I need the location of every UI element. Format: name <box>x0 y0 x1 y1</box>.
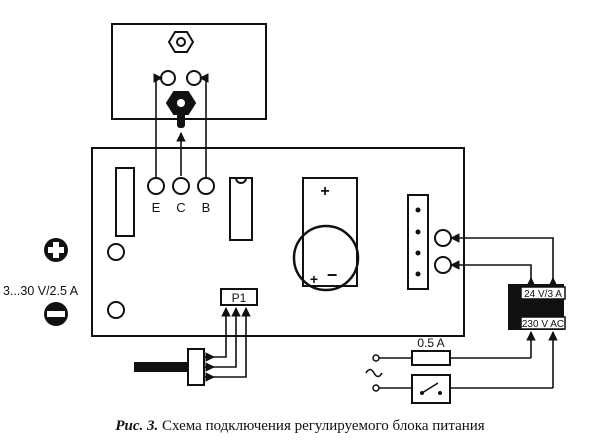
minus-terminal-icon <box>44 302 68 326</box>
caption-text: Схема подключения регулируемого блока пи… <box>161 418 485 434</box>
transistor-pin-left <box>160 70 176 86</box>
potentiometer <box>134 348 215 386</box>
ac-wires <box>378 233 558 389</box>
cap-plus-top: + <box>320 183 329 200</box>
transistor-pin-right <box>186 70 202 86</box>
p1-box <box>220 288 258 306</box>
electrolytic-capacitor <box>292 177 360 292</box>
tr-primary-label: 230 V AC <box>522 319 564 330</box>
caption-prefix: Рис. 3. <box>115 418 159 434</box>
cap-plus-bottom: + <box>310 271 318 287</box>
ac-pad-bottom <box>434 256 452 274</box>
top-nut-icon <box>167 31 195 53</box>
ac-pad-top <box>434 229 452 247</box>
pot-wires <box>214 307 251 378</box>
ecb-pads <box>147 177 215 195</box>
transformer <box>508 284 566 330</box>
output-spec: 3...30 V/2.5 A <box>3 284 79 298</box>
out-pad-plus <box>107 243 125 261</box>
heatsink-box <box>111 23 267 128</box>
resistor-outline <box>115 167 135 237</box>
p1-label: P1 <box>232 291 247 305</box>
ic-chip <box>229 177 253 241</box>
ac-source-icon <box>365 354 383 392</box>
fuse <box>411 350 451 366</box>
figure-caption: Рис. 3. Схема подключения регулируемого … <box>0 418 600 435</box>
ecb-wires <box>153 73 209 178</box>
cap-minus: − <box>327 265 338 285</box>
pcb-board <box>91 147 465 337</box>
rectifier-bridge <box>407 194 429 290</box>
label-base: B <box>202 200 211 215</box>
fuse-label: 0.5 A <box>417 336 444 350</box>
plus-terminal-icon <box>44 238 68 262</box>
mains-switch <box>411 374 451 404</box>
label-collector: C <box>176 200 185 215</box>
tr-secondary-label: 24 V/3 A <box>524 289 562 300</box>
out-pad-minus <box>107 301 125 319</box>
label-emitter: E <box>152 200 161 215</box>
